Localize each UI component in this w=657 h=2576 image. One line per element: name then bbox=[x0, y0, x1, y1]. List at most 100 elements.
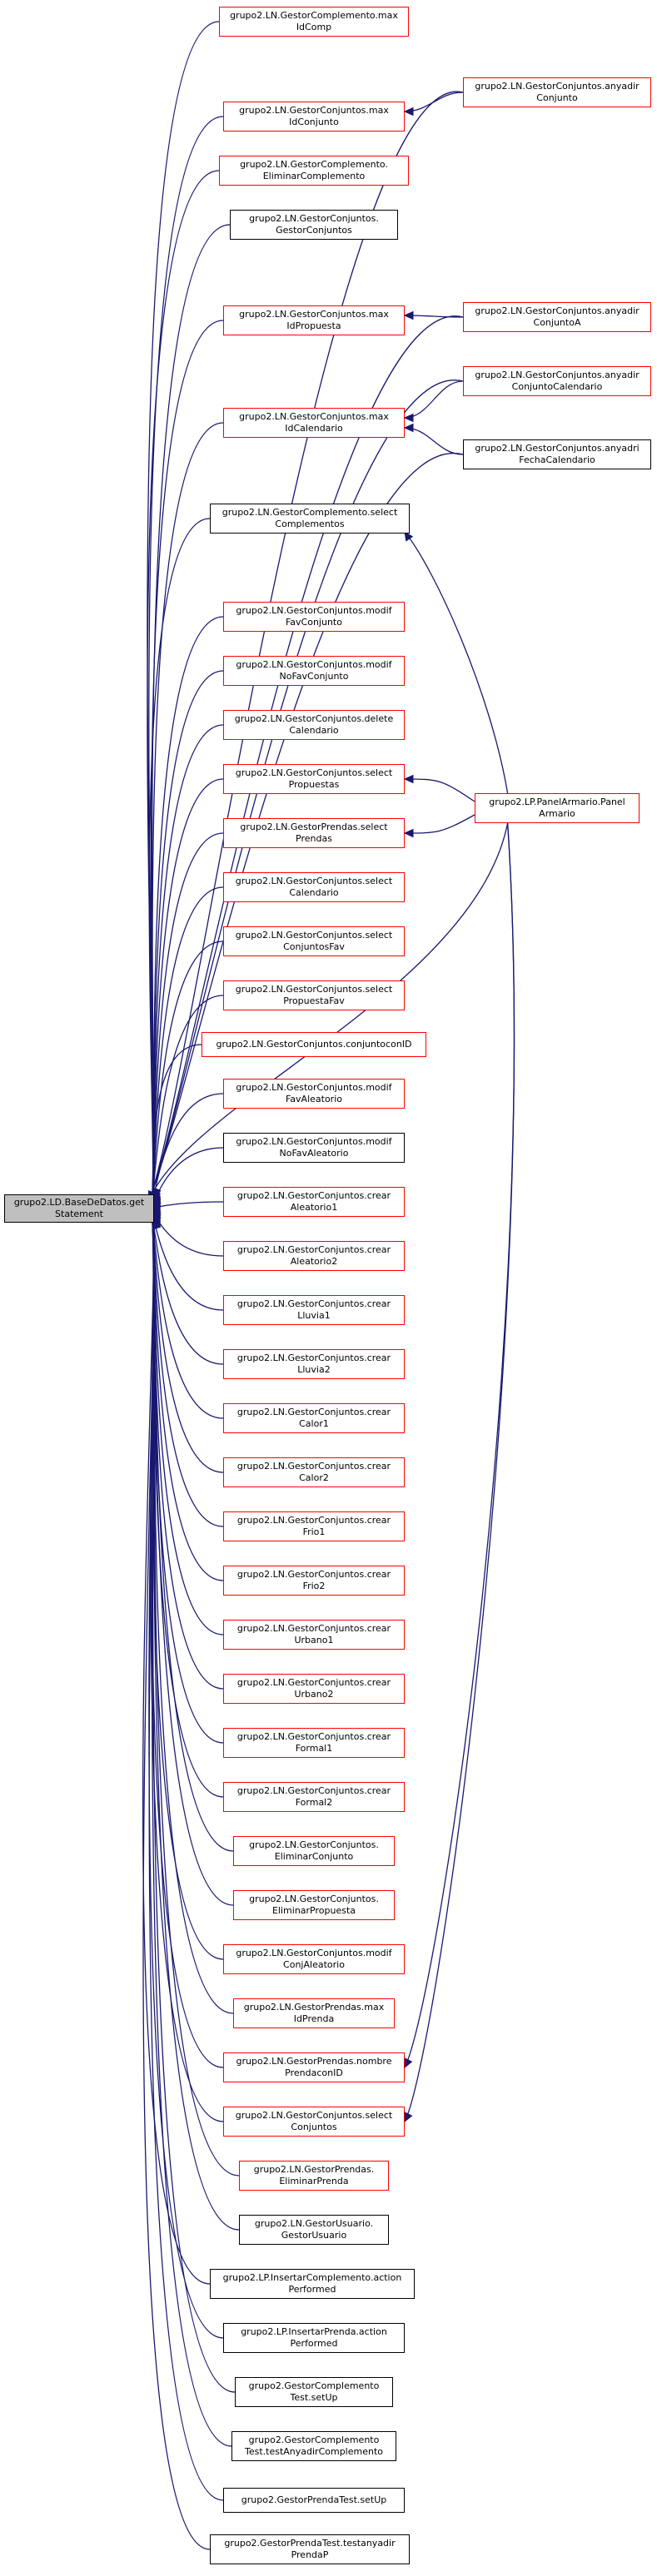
node-n24[interactable]: grupo2.LN.GestorConjuntos.crear Calor2 bbox=[223, 1457, 405, 1487]
edge-r1-to-root bbox=[148, 91, 464, 1201]
node-n31[interactable]: grupo2.LN.GestorConjuntos. EliminarConju… bbox=[233, 1836, 395, 1866]
node-label: grupo2.LN.GestorConjuntos.select Propues… bbox=[235, 984, 393, 1006]
node-n33[interactable]: grupo2.LN.GestorConjuntos.modif ConjAlea… bbox=[223, 1944, 405, 1974]
node-r3[interactable]: grupo2.LN.GestorConjuntos.anyadir Conjun… bbox=[463, 366, 651, 396]
node-n13[interactable]: grupo2.LN.GestorConjuntos.select Calenda… bbox=[223, 872, 405, 902]
edge-r5-to-n12 bbox=[404, 814, 475, 834]
node-label: grupo2.LN.GestorConjuntos.anyadir Conjun… bbox=[475, 370, 640, 392]
node-r4[interactable]: grupo2.LN.GestorConjuntos.anyadri FechaC… bbox=[463, 439, 651, 469]
node-n37[interactable]: grupo2.LN.GestorPrendas. EliminarPrenda bbox=[239, 2161, 389, 2191]
edge-n35-to-root bbox=[151, 1219, 224, 2068]
node-n32[interactable]: grupo2.LN.GestorConjuntos. EliminarPropu… bbox=[233, 1890, 395, 1920]
node-label: grupo2.LN.GestorConjuntos.crear Lluvia2 bbox=[236, 1353, 391, 1375]
edge-r5-to-n36-arrowhead bbox=[404, 2112, 413, 2123]
edge-n36-to-root bbox=[150, 1219, 224, 2122]
edge-n23-to-root bbox=[150, 1211, 224, 1419]
node-n39[interactable]: grupo2.LP.InsertarComplemento.action Per… bbox=[210, 2269, 415, 2299]
node-n23[interactable]: grupo2.LN.GestorConjuntos.crear Calor1 bbox=[223, 1403, 405, 1433]
node-n18[interactable]: grupo2.LN.GestorConjuntos.modif NoFavAle… bbox=[223, 1133, 405, 1163]
node-n34[interactable]: grupo2.LN.GestorPrendas.max IdPrenda bbox=[233, 1998, 395, 2028]
node-label: grupo2.LP.PanelArmario.Panel Armario bbox=[489, 797, 625, 819]
edge-r2-to-n05-arrowhead bbox=[403, 310, 414, 320]
node-label: grupo2.LN.GestorConjuntos.select Calenda… bbox=[235, 876, 393, 898]
node-label: grupo2.LN.GestorConjuntos.crear Urbano1 bbox=[236, 1623, 391, 1645]
node-n16[interactable]: grupo2.LN.GestorConjuntos.conjuntoconID bbox=[202, 1032, 426, 1057]
node-root[interactable]: grupo2.LD.BaseDeDatos.get Statement bbox=[4, 1194, 154, 1223]
node-label: grupo2.LN.GestorConjuntos.crear Aleatori… bbox=[236, 1190, 391, 1213]
node-r1[interactable]: grupo2.LN.GestorConjuntos.anyadir Conjun… bbox=[463, 77, 651, 107]
node-n41[interactable]: grupo2.GestorComplemento Test.setUp bbox=[235, 2377, 393, 2407]
node-n22[interactable]: grupo2.LN.GestorConjuntos.crear Lluvia2 bbox=[223, 1349, 405, 1379]
node-r5[interactable]: grupo2.LP.PanelArmario.Panel Armario bbox=[475, 793, 640, 823]
node-r2[interactable]: grupo2.LN.GestorConjuntos.anyadir Conjun… bbox=[463, 302, 651, 332]
node-n42[interactable]: grupo2.GestorComplemento Test.testAnyadi… bbox=[231, 2431, 396, 2461]
edge-r5-to-n35-arrowhead bbox=[404, 2057, 413, 2069]
node-n19[interactable]: grupo2.LN.GestorConjuntos.crear Aleatori… bbox=[223, 1187, 405, 1217]
edge-n44-to-root-arrowhead bbox=[152, 1219, 162, 1230]
node-label: grupo2.LN.GestorConjuntos.crear Calor1 bbox=[236, 1407, 391, 1429]
node-label: grupo2.GestorComplemento Test.testAnyadi… bbox=[244, 2435, 384, 2457]
node-n44[interactable]: grupo2.GestorPrendaTest.testanyadir Pren… bbox=[210, 2534, 410, 2564]
node-label: grupo2.LN.GestorConjuntos. EliminarConju… bbox=[249, 1839, 379, 1862]
edge-r3-to-n06-arrowhead bbox=[403, 413, 414, 423]
node-label: grupo2.LN.GestorUsuario. GestorUsuario bbox=[254, 2218, 374, 2241]
edge-r5-to-n11 bbox=[404, 778, 475, 802]
node-n30[interactable]: grupo2.LN.GestorConjuntos.crear Formal2 bbox=[223, 1782, 405, 1812]
node-label: grupo2.LN.GestorConjuntos.crear Formal1 bbox=[236, 1731, 391, 1754]
node-label: grupo2.LN.GestorConjuntos.anyadri FechaC… bbox=[475, 443, 640, 465]
node-label: grupo2.LN.GestorPrendas. EliminarPrenda bbox=[253, 2164, 375, 2186]
node-label: grupo2.LN.GestorConjuntos.modif NoFavCon… bbox=[236, 659, 392, 682]
node-label: grupo2.LN.GestorConjuntos.max IdConjunto bbox=[239, 105, 389, 127]
node-n02[interactable]: grupo2.LN.GestorConjuntos.max IdConjunto bbox=[223, 102, 405, 132]
edge-r5-to-n11-arrowhead bbox=[403, 774, 414, 784]
node-label: grupo2.GestorComplemento Test.setUp bbox=[248, 2380, 380, 2403]
edge-r2-to-root bbox=[148, 315, 464, 1201]
node-n28[interactable]: grupo2.LN.GestorConjuntos.crear Urbano2 bbox=[223, 1674, 405, 1704]
node-n36[interactable]: grupo2.LN.GestorConjuntos.select Conjunt… bbox=[223, 2107, 405, 2137]
node-n08[interactable]: grupo2.LN.GestorConjuntos.modif FavConju… bbox=[223, 602, 405, 632]
node-label: grupo2.LP.InsertarComplemento.action Per… bbox=[222, 2272, 402, 2295]
node-label: grupo2.LN.GestorConjuntos.crear Aleatori… bbox=[236, 1244, 391, 1267]
node-n35[interactable]: grupo2.LN.GestorPrendas.nombre Prendacon… bbox=[223, 2052, 405, 2082]
node-n14[interactable]: grupo2.LN.GestorConjuntos.select Conjunt… bbox=[223, 926, 405, 956]
node-n11[interactable]: grupo2.LN.GestorConjuntos.select Propues… bbox=[223, 764, 405, 794]
node-n43[interactable]: grupo2.GestorPrendaTest.setUp bbox=[223, 2488, 405, 2513]
node-n40[interactable]: grupo2.LP.InsertarPrenda.action Performe… bbox=[223, 2323, 405, 2353]
node-n26[interactable]: grupo2.LN.GestorConjuntos.crear Frio2 bbox=[223, 1566, 405, 1596]
edge-r3-to-n06 bbox=[404, 380, 464, 419]
node-n38[interactable]: grupo2.LN.GestorUsuario. GestorUsuario bbox=[239, 2215, 389, 2245]
node-n09[interactable]: grupo2.LN.GestorConjuntos.modif NoFavCon… bbox=[223, 656, 405, 686]
node-n04[interactable]: grupo2.LN.GestorConjuntos. GestorConjunt… bbox=[230, 210, 398, 240]
edge-r5-to-n07-arrowhead bbox=[404, 530, 414, 542]
node-label: grupo2.LD.BaseDeDatos.get Statement bbox=[13, 1197, 145, 1219]
edge-n07-to-root bbox=[148, 518, 211, 1200]
node-n21[interactable]: grupo2.LN.GestorConjuntos.crear Lluvia1 bbox=[223, 1295, 405, 1325]
edge-n22-to-root bbox=[150, 1210, 224, 1365]
node-n27[interactable]: grupo2.LN.GestorConjuntos.crear Urbano1 bbox=[223, 1620, 405, 1650]
edge-n15-to-root bbox=[151, 995, 224, 1206]
node-n03[interactable]: grupo2.LN.GestorComplemento. EliminarCom… bbox=[219, 156, 409, 186]
node-label: grupo2.LN.GestorConjuntos. EliminarPropu… bbox=[249, 1894, 379, 1916]
node-label: grupo2.LN.GestorConjuntos.modif FavConju… bbox=[236, 605, 392, 628]
node-n01[interactable]: grupo2.LN.GestorComplemento.max IdComp bbox=[219, 7, 409, 37]
node-n06[interactable]: grupo2.LN.GestorConjuntos.max IdCalendar… bbox=[223, 408, 405, 438]
node-label: grupo2.LN.GestorConjuntos.crear Frio2 bbox=[236, 1569, 391, 1591]
node-n20[interactable]: grupo2.LN.GestorConjuntos.crear Aleatori… bbox=[223, 1241, 405, 1271]
node-n25[interactable]: grupo2.LN.GestorConjuntos.crear Frio1 bbox=[223, 1511, 405, 1541]
node-n15[interactable]: grupo2.LN.GestorConjuntos.select Propues… bbox=[223, 980, 405, 1010]
node-n10[interactable]: grupo2.LN.GestorConjuntos.delete Calenda… bbox=[223, 710, 405, 740]
node-label: grupo2.LN.GestorComplemento.select Compl… bbox=[221, 507, 398, 529]
node-label: grupo2.LN.GestorConjuntos.crear Urbano2 bbox=[236, 1677, 391, 1700]
node-n07[interactable]: grupo2.LN.GestorComplemento.select Compl… bbox=[210, 504, 410, 534]
node-n12[interactable]: grupo2.LN.GestorPrendas.select Prendas bbox=[223, 818, 405, 848]
node-n05[interactable]: grupo2.LN.GestorConjuntos.max IdPropuest… bbox=[223, 305, 405, 335]
edge-r1-to-n02-arrowhead bbox=[403, 107, 414, 117]
node-label: grupo2.LN.GestorConjuntos.conjuntoconID bbox=[216, 1039, 412, 1050]
node-label: grupo2.GestorPrendaTest.setUp bbox=[241, 2494, 387, 2505]
node-label: grupo2.LN.GestorConjuntos.modif ConjAlea… bbox=[236, 1948, 392, 1970]
edge-r5-to-n12-arrowhead bbox=[403, 828, 414, 838]
node-label: grupo2.LN.GestorPrendas.max IdPrenda bbox=[243, 2002, 385, 2024]
node-label: grupo2.LN.GestorPrendas.nombre Prendacon… bbox=[236, 2056, 392, 2078]
node-n29[interactable]: grupo2.LN.GestorConjuntos.crear Formal1 bbox=[223, 1728, 405, 1758]
node-n17[interactable]: grupo2.LN.GestorConjuntos.modif FavAleat… bbox=[223, 1079, 405, 1109]
